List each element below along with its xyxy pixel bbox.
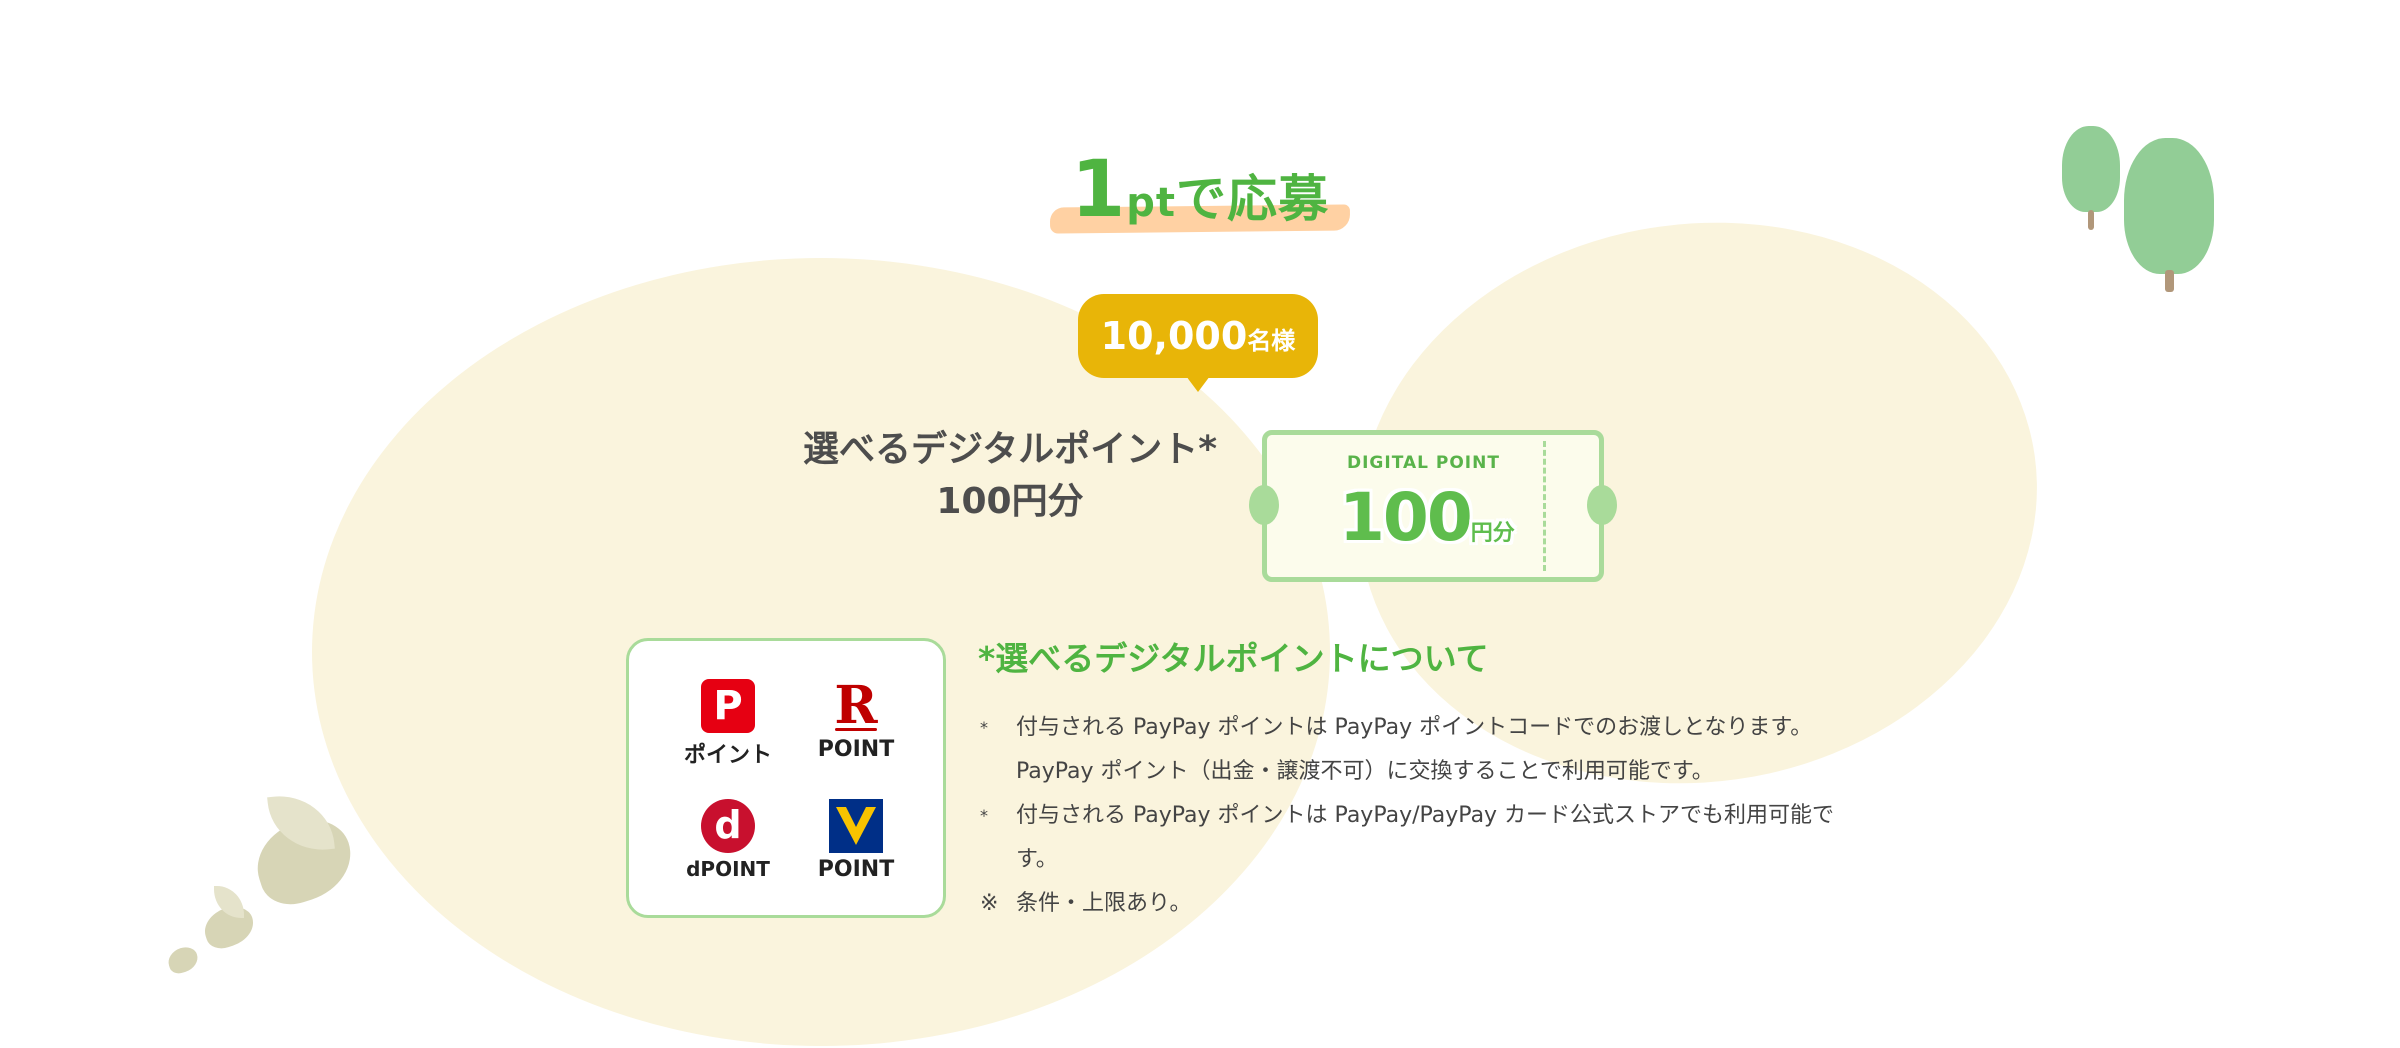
coupon-value: 100円分: [1339, 479, 1515, 556]
note-item: * 付与される PayPay ポイントは PayPay/PayPay カード公式…: [980, 794, 1860, 882]
coupon-label: DIGITAL POINT: [1347, 453, 1500, 473]
about-title: *選べるデジタルポイントについて: [978, 639, 1489, 678]
prize-line-1: 選べるデジタルポイント*: [802, 429, 1218, 470]
d-point-icon: d: [701, 799, 755, 853]
headline-number: 1: [1070, 145, 1127, 235]
headline-pt: pt: [1126, 180, 1177, 226]
paypay-logo: P ポイント: [683, 679, 773, 769]
paypay-caption: ポイント: [683, 743, 772, 768]
winners-badge-tail: [1186, 376, 1210, 392]
rakuten-caption: POINT: [817, 737, 895, 762]
about-notes: * 付与される PayPay ポイントは PayPay ポイントコードでのお渡し…: [980, 706, 1860, 926]
note-text: 付与される PayPay ポイントは PayPay ポイントコードでのお渡しとな…: [1016, 715, 1813, 784]
birds-illustration: [160, 790, 380, 980]
headline-text: で応募: [1176, 170, 1330, 228]
v-point-logo: POINT: [811, 799, 901, 889]
winners-badge: 10,000名様: [1078, 294, 1318, 378]
point-logos-box: P ポイント R POINT d dPOINT POINT: [626, 638, 946, 918]
d-point-logo: d dPOINT: [683, 799, 773, 889]
rakuten-icon: R: [829, 679, 883, 733]
note-text: 付与される PayPay ポイントは PayPay/PayPay カード公式スト…: [1016, 803, 1835, 872]
coupon-perforation: [1543, 441, 1546, 571]
note-marker: *: [980, 718, 988, 737]
trees-illustration: [2050, 120, 2220, 300]
headline: 1ptで応募: [1040, 142, 1360, 242]
winners-unit: 名様: [1247, 327, 1296, 355]
note-item: ※ 条件・上限あり。: [980, 882, 1860, 926]
v-point-caption: POINT: [817, 857, 895, 882]
coupon-amount: 100: [1339, 479, 1473, 556]
note-text: 条件・上限あり。: [1016, 891, 1192, 916]
coupon-notch-left: [1249, 485, 1279, 525]
coupon-notch-right: [1587, 485, 1617, 525]
d-point-caption: dPOINT: [686, 857, 770, 881]
paypay-icon: P: [701, 679, 755, 733]
note-marker: *: [980, 806, 988, 825]
note-item: * 付与される PayPay ポイントは PayPay ポイントコードでのお渡し…: [980, 706, 1860, 794]
prize-line-2: 100円分: [936, 481, 1084, 522]
digital-point-coupon: DIGITAL POINT 100円分: [1249, 430, 1617, 582]
note-marker: ※: [980, 891, 999, 916]
rakuten-logo: R POINT: [811, 679, 901, 769]
v-point-icon: [829, 799, 883, 853]
prize-description: 選べるデジタルポイント* 100円分: [770, 424, 1250, 528]
coupon-unit: 円分: [1470, 521, 1515, 546]
winners-count: 10,000: [1100, 314, 1248, 358]
